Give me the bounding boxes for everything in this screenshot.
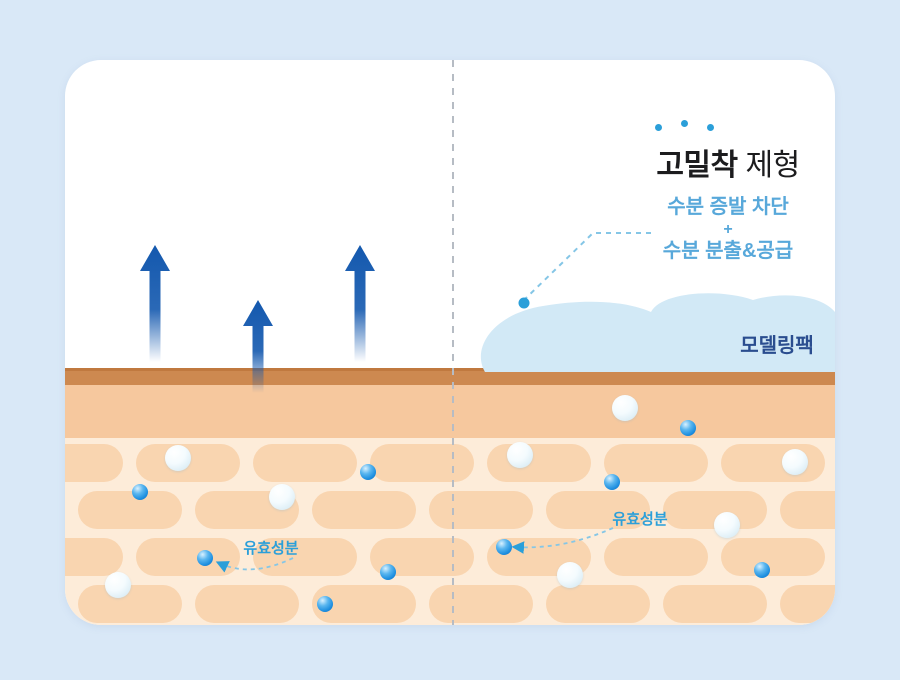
skin-cell (546, 585, 650, 623)
skin-cell (429, 585, 533, 623)
dot-icon (680, 120, 688, 127)
evaporation-arrow-icon (140, 245, 170, 362)
ingredient-label-left: 유효성분 (243, 540, 299, 557)
modeling-pack-label: 모델링팩 (740, 335, 814, 357)
skin-cell (65, 444, 123, 482)
title-dots-icon (556, 120, 812, 131)
ingredient-ball-white (782, 449, 808, 475)
skin-cell (721, 538, 825, 576)
modeling-pack-blob (480, 293, 835, 372)
diagram-overlay (140, 60, 835, 625)
skin-cell (604, 538, 708, 576)
ingredient-ball-white (507, 442, 533, 468)
dot-icon (706, 124, 714, 131)
title-rest-text: 제형 (745, 149, 800, 182)
ingredient-ball-blue (360, 464, 376, 480)
ingredient-ball-blue (754, 562, 770, 578)
benefit-list: 수분 증발 차단 + 수분 분출&공급 (600, 195, 835, 264)
pack-callout-dot (518, 297, 530, 309)
ingredient-ball-blue (197, 550, 213, 566)
ingredient-ball-blue (604, 474, 620, 490)
pack-callout-line (523, 232, 651, 301)
ingredient-ball-white (165, 445, 191, 471)
dot-icon (654, 124, 662, 131)
skin-cell (370, 444, 474, 482)
ingredient-ball-blue (680, 420, 696, 436)
ingredient-ball-blue (380, 564, 396, 580)
ingredient-label-right: 유효성분 (612, 511, 668, 528)
ingredient-ball-blue (317, 596, 333, 612)
skin-cell (429, 491, 533, 529)
evaporation-arrow-icon (243, 300, 273, 393)
skin-cell (780, 491, 835, 529)
skin-cell (65, 538, 123, 576)
evaporation-arrow-icon (345, 245, 375, 362)
ingredient-ball-white (269, 484, 295, 510)
title-strong-text: 고밀착 (656, 149, 738, 182)
ingredient-ball-white (714, 512, 740, 538)
benefit-line-1: 수분 증발 차단 (667, 196, 789, 218)
ingredient-ball-white (557, 562, 583, 588)
skin-cell (546, 491, 650, 529)
skin-cell (78, 491, 182, 529)
skin-cell (604, 444, 708, 482)
benefit-plus: + (723, 221, 733, 238)
skin-cell (487, 444, 591, 482)
page-title: 고밀착 제형 (600, 140, 835, 184)
ingredient-ball-white (612, 395, 638, 421)
skin-cell (253, 538, 357, 576)
skin-cell (780, 585, 835, 623)
infographic-card: 고밀착 제형 수분 증발 차단 + 수분 분출&공급 모델링팩 유효성분 유효성… (65, 60, 835, 625)
ingredient-balls-layer (65, 60, 835, 625)
skin-cell (663, 585, 767, 623)
skin-cell (253, 444, 357, 482)
benefit-line-2: 수분 분출&공급 (662, 240, 794, 262)
skin-cell (78, 585, 182, 623)
ingredient-ball-white (105, 572, 131, 598)
ingredient-ball-blue (496, 539, 512, 555)
skin-cell (312, 491, 416, 529)
right-panel-heading: 고밀착 제형 수분 증발 차단 + 수분 분출&공급 (600, 120, 835, 264)
ingredient-ball-blue (132, 484, 148, 500)
skin-epidermis-layer (65, 385, 835, 438)
ingredient-callout-arrow-left (215, 557, 294, 573)
skin-cell (195, 585, 299, 623)
ingredient-callout-arrow-right (511, 527, 614, 554)
